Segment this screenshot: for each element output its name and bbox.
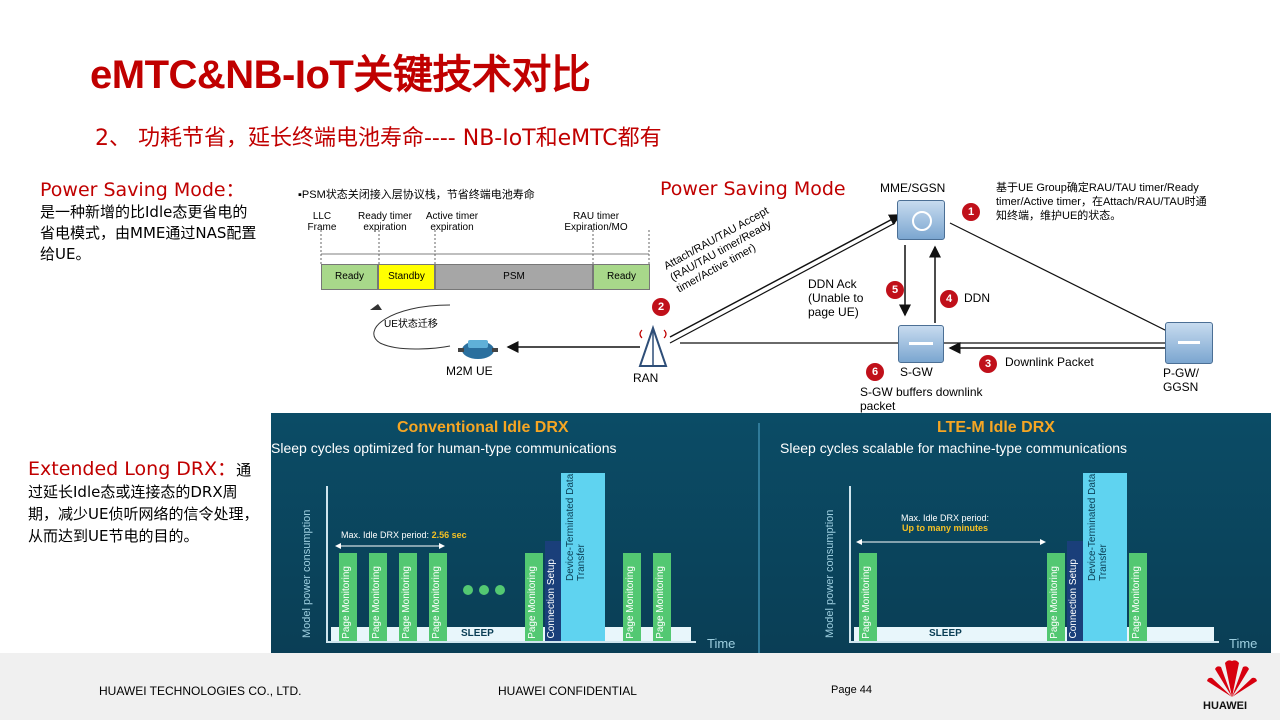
marker-active-timer: Active timer expiration (425, 211, 479, 233)
drx-comparison-panel: Conventional Idle DRX Sleep cycles optim… (271, 413, 1271, 658)
footer-confidential: HUAWEI CONFIDENTIAL (498, 684, 637, 698)
drx-right-ylabel: Model power consumption (824, 509, 836, 638)
page-title: eMTC&NB-IoT关键技术对比 (90, 53, 591, 97)
drx-right-period: Max. Idle DRX period:Up to many minutes (901, 513, 990, 533)
psm-text: 是一种新增的比Idle态更省电的省电模式，由MME通过NAS配置给UE。 (40, 203, 257, 263)
ran-label: RAN (633, 371, 659, 385)
step-5-badge: 5 (886, 281, 904, 299)
ellipsis-dot (463, 585, 473, 595)
mme-label: MME/SGSN (880, 181, 946, 195)
step-2-badge: 2 (652, 298, 670, 316)
drx-right-yaxis (849, 486, 851, 643)
drx-text: 通过延长Idle态或连接态的DRX周期，减少UE侦听网络的信令处理，从而达到UE… (28, 461, 259, 545)
drx-description: Extended Long DRX：通过延长Idle态或连接态的DRX周期，减少… (28, 458, 263, 547)
panel-divider (758, 423, 760, 658)
huawei-logo-text: HUAWEI (1203, 700, 1247, 712)
step-6-badge: 6 (866, 363, 884, 381)
drx-right-sleep-band: SLEEP (854, 627, 1214, 641)
marker-ready-timer: Ready timer expiration (358, 211, 412, 233)
state-ready-2: Ready (593, 264, 650, 290)
drx-left-pm-bar: Page Monitoring (369, 553, 387, 641)
drx-text-wrap: Extended Long DRX：通过延长Idle态或连接态的DRX周期，减少… (28, 458, 263, 547)
drx-left-sub: Sleep cycles optimized for human-type co… (271, 440, 617, 456)
page-subtitle: 2、 功耗节省，延长终端电池寿命---- NB-IoT和eMTC都有 (95, 126, 662, 151)
ddn-ack-label: DDN Ack (Unable to page UE) (808, 277, 864, 319)
psm-note: ▪PSM状态关闭接入层协议栈，节省终端电池寿命 (298, 189, 535, 201)
step-1-badge: 1 (962, 203, 980, 221)
network-heading: Power Saving Mode (660, 178, 846, 200)
drx-left-yaxis (326, 486, 328, 643)
sgw-note: S-GW buffers downlink packet (860, 385, 983, 413)
drx-left-ylabel: Model power consumption (301, 509, 313, 638)
pgw-switch-icon (1165, 322, 1213, 364)
ue-label: M2M UE (446, 364, 493, 378)
drx-right-cs-bar: Connection Setup (1067, 541, 1083, 641)
downlink-label: Downlink Packet (1005, 355, 1094, 369)
drx-right-time: Time (1229, 636, 1258, 651)
drx-left-period: Max. Idle DRX period: 2.56 sec (341, 530, 467, 540)
m2m-meter-icon (458, 340, 498, 359)
drx-left-pm-bar: Page Monitoring (653, 553, 671, 641)
state-ready-1: Ready (321, 264, 378, 290)
drx-label: Extended Long DRX： (28, 458, 237, 480)
drx-right-pm-bar: Page Monitoring (1129, 553, 1147, 641)
state-psm: PSM (435, 264, 593, 290)
network-diagram-lines (506, 214, 1176, 354)
footer-company: HUAWEI TECHNOLOGIES CO., LTD. (99, 684, 302, 698)
drx-left-time: Time (707, 636, 736, 651)
sgw-switch-icon (898, 325, 944, 363)
drx-right-pm-bar: Page Monitoring (1047, 553, 1065, 641)
footer-band (0, 653, 1280, 720)
pgw-label: P-GW/ GGSN (1163, 366, 1199, 394)
step-3-badge: 3 (979, 355, 997, 373)
footer-page-number: Page 44 (831, 684, 872, 696)
drx-left-pm-bar: Page Monitoring (339, 553, 357, 641)
drx-left-pm-bar: Page Monitoring (399, 553, 417, 641)
ran-antenna-icon (638, 324, 668, 367)
state-standby: Standby (378, 264, 435, 290)
ellipsis-dot (495, 585, 505, 595)
sgw-label: S-GW (900, 365, 933, 379)
drx-left-pm-bar: Page Monitoring (525, 553, 543, 641)
mme-note: 基于UE Group确定RAU/TAU timer/Ready timer/Ac… (996, 182, 1207, 222)
drx-left-dt-bar: Device-Terminated Data Transfer (561, 473, 605, 641)
mme-router-icon (897, 200, 945, 240)
drx-left-cs-bar: Connection Setup (545, 541, 561, 641)
psm-label: Power Saving Mode： (40, 179, 245, 201)
psm-description: Power Saving Mode： 是一种新增的比Idle态更省电的省电模式，… (40, 175, 260, 265)
ue-move-label: UE状态迁移 (384, 319, 438, 330)
drx-left-period-arrow (335, 543, 445, 549)
drx-left-heading: Conventional Idle DRX (397, 419, 569, 436)
drx-left-pm-bar: Page Monitoring (623, 553, 641, 641)
ellipsis-dot (479, 585, 489, 595)
drx-right-heading: LTE-M Idle DRX (937, 419, 1055, 436)
psm-timeline-graphics (320, 230, 650, 350)
huawei-logo-icon (1207, 660, 1257, 697)
drx-left-xaxis (326, 641, 696, 643)
drx-right-sleep-label: SLEEP (929, 628, 962, 639)
marker-llc: LLC Frame (307, 211, 337, 233)
drx-right-pm-bar: Page Monitoring (859, 553, 877, 641)
drx-left-pm-bar: Page Monitoring (429, 553, 447, 641)
ddn-label: DDN (964, 291, 990, 305)
bullet-icon: ▪ (298, 189, 302, 201)
drx-right-xaxis (849, 641, 1219, 643)
marker-rau-timer: RAU timer Expiration/MO (564, 211, 628, 233)
drx-right-sub: Sleep cycles scalable for machine-type c… (780, 440, 1128, 456)
drx-right-dt-bar: Device-Terminated Data Transfer (1083, 473, 1127, 641)
drx-right-period-arrow (856, 539, 1046, 545)
step-4-badge: 4 (940, 290, 958, 308)
drx-left-sleep-label: SLEEP (461, 628, 494, 639)
